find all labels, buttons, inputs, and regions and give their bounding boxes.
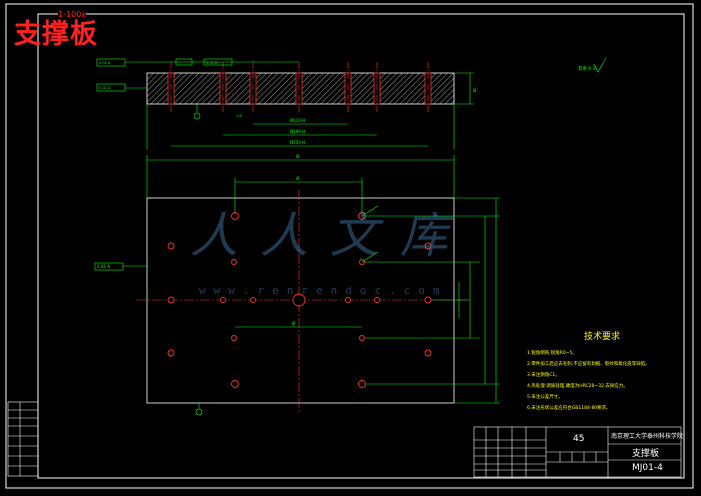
title-block-part-name: 支撑板 (632, 449, 660, 459)
tech-requirement-item: 2.零件加工后应去毛刺,不应留有划痕、裂纹和氧化皮等缺陷。 (527, 362, 650, 367)
svg-text:1.6: 1.6 (236, 114, 242, 118)
svg-text:0.02 A: 0.02 A (99, 61, 111, 65)
svg-text:Ø250 H: Ø250 H (290, 140, 305, 145)
tech-requirements-title: 技术要求 (584, 332, 621, 342)
svg-text:0.02 A: 0.02 A (99, 86, 111, 90)
watermark: 人人文库 (190, 208, 471, 264)
svg-text:Ø: Ø (292, 321, 295, 326)
drawing-title-tag: 1-100x (58, 10, 86, 19)
title-block-drawing-no: MJ01-4 (632, 463, 663, 473)
tech-requirement-item: 5.未注公差尺寸。 (527, 395, 563, 400)
svg-text:0.02 A: 0.02 A (206, 61, 218, 65)
svg-text:Ø110 H: Ø110 H (290, 118, 305, 123)
tech-requirement-item: 4.热处理:调质处理,硬度为HRC28~32,去除应力。 (527, 384, 628, 389)
svg-text:0.02 A: 0.02 A (97, 264, 110, 269)
svg-text:Ø190 H: Ø190 H (290, 129, 305, 134)
outer-frame (5, 3, 694, 489)
watermark-url: www.renrendoc.com (199, 284, 448, 297)
title-block-frame (473, 426, 682, 478)
svg-text:Ø: Ø (296, 154, 299, 159)
tech-requirement-item: 6.未注形状公差应符合GB1184-80要求。 (527, 406, 611, 411)
roughness-note: 其余 6.3 (578, 65, 596, 72)
svg-text:Ø: Ø (473, 88, 476, 93)
section-view: Ø110 H Ø190 H Ø250 H Ø 0.02 A 0.02 A 0.0… (96, 57, 607, 150)
svg-text:Ø: Ø (296, 176, 299, 181)
plan-view: Ø Ø Ø 0.02 A (94, 154, 500, 416)
drawing-title: 支撑板 (14, 19, 98, 50)
tech-requirement-item: 3.未注倒角C1。 (527, 373, 560, 378)
title-block-material: 45 (573, 434, 585, 444)
inner-frame (37, 13, 685, 479)
tech-requirement-item: 1.锐角倒钝,锐角R0~5。 (527, 351, 577, 356)
title-block-school: 南京理工大学泰州科技学院 (611, 433, 684, 440)
left-margin-table (7, 401, 39, 477)
